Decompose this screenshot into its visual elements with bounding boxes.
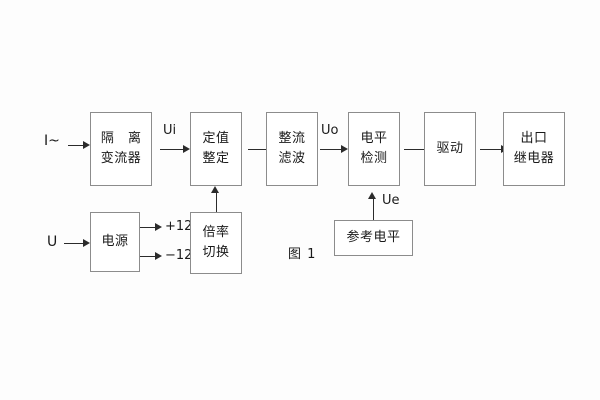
- ui-arrowhead: [183, 145, 190, 153]
- block-reference-level-line1: 参考电平: [346, 229, 401, 245]
- ue-line: [373, 198, 374, 220]
- signal-uo-label: Uo: [321, 123, 339, 138]
- block-level-detect-line1: 电平: [360, 130, 388, 146]
- block-setting: 定值 整定: [190, 112, 242, 186]
- rail-negative-arrowhead: [155, 252, 162, 260]
- voltage-input-arrowhead: [83, 239, 90, 247]
- figure-caption: 图 1: [288, 247, 317, 262]
- block-output-relay-line2: 继电器: [513, 151, 555, 166]
- multiplier-to-setting-line: [216, 192, 217, 212]
- rail-positive-arrowhead: [155, 223, 162, 231]
- block-level-detect-line2: 检测: [360, 151, 388, 166]
- block-setting-line2: 整定: [202, 151, 230, 166]
- uo-arrowhead: [341, 145, 348, 153]
- block-rectify-filter-line1: 整流: [278, 130, 306, 146]
- rail-negative-line: [140, 256, 158, 257]
- uo-line: [320, 149, 342, 150]
- current-input-arrowhead: [83, 141, 90, 149]
- current-input-line: [68, 145, 84, 146]
- ui-line: [160, 149, 184, 150]
- block-rectify-filter: 整流 滤波: [266, 112, 318, 186]
- block-level-detect: 电平 检测: [348, 112, 400, 186]
- block-isolation-ct-line1: 隔 离: [100, 130, 147, 146]
- setting-to-rectify-line: [248, 149, 270, 150]
- block-isolation-ct-line2: 变流器: [100, 151, 142, 166]
- block-multiplier-switch-line2: 切换: [202, 245, 230, 260]
- block-output-relay: 出口 继电器: [503, 112, 565, 186]
- drive-to-relay-line: [480, 149, 502, 150]
- block-output-relay-line1: 出口: [520, 130, 548, 146]
- signal-ue-label: Ue: [382, 193, 400, 208]
- block-power-supply: 电源: [90, 212, 140, 272]
- block-drive: 驱动: [424, 112, 476, 186]
- level-to-drive-line: [404, 149, 426, 150]
- ue-arrowhead: [368, 192, 376, 199]
- voltage-input-line: [64, 243, 84, 244]
- block-reference-level: 参考电平: [334, 220, 413, 256]
- block-setting-line1: 定值: [202, 130, 230, 146]
- block-isolation-ct: 隔 离 变流器: [90, 112, 152, 186]
- block-multiplier-switch: 倍率 切换: [190, 212, 242, 274]
- current-input-label: I~: [44, 133, 60, 149]
- block-power-supply-line1: 电源: [101, 233, 129, 249]
- block-rectify-filter-line2: 滤波: [278, 151, 306, 166]
- rail-positive-line: [140, 227, 158, 228]
- block-multiplier-switch-line1: 倍率: [202, 224, 230, 240]
- signal-ui-label: Ui: [163, 123, 177, 138]
- voltage-input-label: U: [47, 234, 58, 250]
- block-drive-line1: 驱动: [436, 140, 464, 156]
- multiplier-to-setting-arrowhead: [211, 186, 219, 193]
